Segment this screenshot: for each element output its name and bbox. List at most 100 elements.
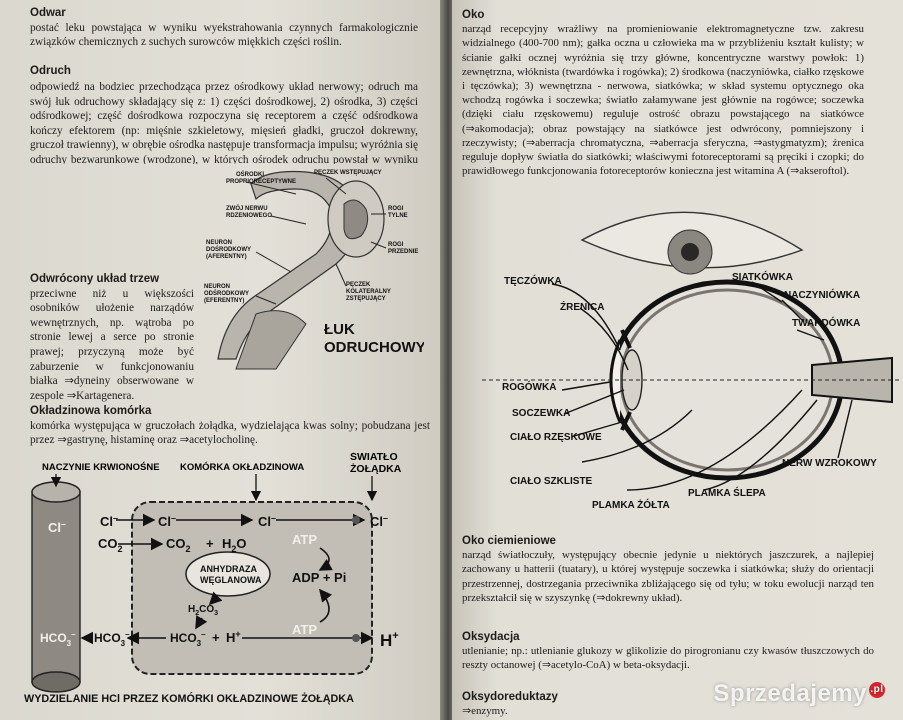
label-neuron-eferentny: NEURON bbox=[204, 284, 230, 290]
entry-odruch-text-top: odpowiedź na bodziec przechodząca przez … bbox=[30, 80, 418, 164]
external-pupil-icon bbox=[681, 243, 699, 261]
carbonic-acid: H2CO3 bbox=[188, 604, 218, 617]
leader-line bbox=[255, 251, 292, 273]
right-page: Oko narząd recepcyjny wrażliwy na promie… bbox=[452, 0, 903, 720]
watermark-brand: Sprzedajemy bbox=[713, 680, 867, 707]
label-peczek: PĘCZEK WSTĘPUJĄCY bbox=[314, 170, 382, 176]
optic-nerve bbox=[811, 356, 893, 404]
leader-line bbox=[796, 329, 825, 341]
reflex-figure-title: ODRUCHOWY bbox=[324, 339, 424, 356]
leader-line bbox=[579, 307, 629, 371]
enzyme-label: ANHYDRAZA bbox=[200, 564, 257, 574]
entry-text: komórka występująca w gruczołach żołądka… bbox=[30, 419, 430, 447]
label-neuron-eferentny: (EFERENTNY) bbox=[204, 298, 244, 304]
bicarbonate-out: HCO3– bbox=[94, 630, 130, 648]
left-page: Odwar postać leku powstająca w wyniku wy… bbox=[0, 0, 444, 720]
label-lumen: ŻOŁĄDKA bbox=[350, 462, 402, 475]
cornea bbox=[609, 339, 622, 423]
chloride-ion: Cl– bbox=[100, 513, 118, 529]
label-zrenica: ŹRENICA bbox=[560, 300, 604, 313]
label-neuron-aferentny: DOŚRODKOWY bbox=[206, 246, 251, 253]
entry-text: utlenianie; np.: utlenianie glukozy w gl… bbox=[462, 645, 874, 672]
chloride-ion: Cl– bbox=[370, 513, 388, 529]
chloride-ion: Cl– bbox=[258, 513, 276, 529]
label-cialo-rzeskowe: CIAŁO RZĘSKOWE bbox=[510, 432, 602, 443]
entry-odwar: Odwar postać leku powstająca w wyniku wy… bbox=[30, 6, 418, 50]
label-rogi-przednie: ROGI bbox=[388, 242, 404, 248]
label-rogowka: ROGÓWKA bbox=[502, 380, 556, 393]
flow-arrow bbox=[318, 547, 333, 571]
entry-text: odpowiedź na bodziec przechodząca przez … bbox=[30, 81, 418, 164]
co2-mid: CO2 bbox=[166, 536, 191, 554]
label-vessel: NACZYNIE KRWIONOŚNE bbox=[42, 461, 160, 473]
entry-heading: Oko bbox=[462, 9, 485, 21]
reflex-figure-title: ŁUK bbox=[324, 321, 355, 338]
leader-line bbox=[751, 281, 783, 303]
leader-line bbox=[563, 389, 625, 415]
label-nerw-wzrokowy: NERW WZROKOWY bbox=[782, 458, 877, 469]
leader-line bbox=[335, 263, 347, 287]
entry-text: postać leku powstająca w wyniku wyekstra… bbox=[30, 21, 418, 49]
bicarbonate-mid: HCO3– bbox=[170, 630, 206, 648]
entry-okladzinowa: Okładzinowa komórka komórka występująca … bbox=[30, 404, 430, 448]
label-peczek-kolateralny: PĘCZEK bbox=[346, 282, 371, 288]
label-osrodki: OŚRODKI bbox=[236, 171, 264, 178]
entry-heading: Odruch bbox=[30, 65, 71, 77]
leader-line bbox=[837, 399, 853, 459]
enzyme-label: WĘGLANOWA bbox=[200, 575, 262, 585]
label-twardowka: TWARDÓWKA bbox=[792, 316, 860, 329]
pump-dot bbox=[352, 634, 360, 642]
label-rogi-tylne: TYLNE bbox=[388, 213, 408, 219]
leader-line bbox=[255, 295, 277, 305]
plus-sign: + bbox=[212, 630, 220, 645]
entry-heading: Okładzinowa komórka bbox=[30, 405, 152, 417]
chloride-ion: Cl– bbox=[158, 513, 176, 529]
label-neuron-aferentny: NEURON bbox=[206, 240, 232, 246]
reflex-nerve-shape bbox=[217, 170, 359, 360]
entry-odwrocony: Odwrócony układ trzew przeciwne niż u wi… bbox=[30, 272, 194, 403]
label-cell: KOMÓRKA OKŁADZINOWA bbox=[180, 461, 304, 473]
muscle-shape bbox=[235, 310, 307, 370]
label-teczowka: TĘCZÓWKA bbox=[504, 274, 562, 287]
entry-odruch-text-wrap bbox=[30, 164, 200, 254]
adp-label: ADP + Pi bbox=[292, 570, 346, 585]
label-naczyniowka: NACZYNIÓWKA bbox=[784, 288, 860, 301]
entry-text: narząd światłoczuły, występujący obecnie… bbox=[462, 549, 874, 604]
vessel-chloride: Cl– bbox=[48, 519, 66, 535]
co2-left: CO2 bbox=[98, 536, 123, 554]
parietal-cell-figure: NACZYNIE KRWIONOŚNE KOMÓRKA OKŁADZINOWA … bbox=[24, 452, 402, 705]
label-siatkowka: SIATKÓWKA bbox=[732, 270, 793, 283]
label-zwoj: ZWÓJ NERWU bbox=[226, 204, 268, 212]
label-peczek-kolateralny: KOLATERALNY bbox=[346, 289, 391, 295]
grey-matter bbox=[343, 199, 369, 240]
entry-heading: Oko ciemieniowe bbox=[462, 535, 556, 547]
atp-label: ATP bbox=[292, 622, 317, 637]
entry-oksydoreduktazy: Oksydoreduktazy ⇒enzymy. bbox=[462, 690, 874, 718]
enzyme-ellipse bbox=[185, 551, 271, 597]
reflex-arc-figure: OŚRODKI PROPRIORECEPTYWNE PĘCZEK WSTĘPUJ… bbox=[204, 170, 424, 370]
label-zwoj: RDZENIOWEGO bbox=[226, 213, 272, 219]
label-cialo-szkliste: CIAŁO SZKLISTE bbox=[510, 476, 593, 487]
entry-heading: Odwar bbox=[30, 7, 66, 19]
leader-line bbox=[370, 241, 387, 249]
iris bbox=[620, 329, 632, 431]
label-neuron-aferentny: (AFERENTNY) bbox=[206, 254, 247, 260]
pump-dot bbox=[352, 516, 360, 524]
entry-text: ⇒enzymy. bbox=[462, 705, 508, 718]
vessel-bicarbonate: HCO3– bbox=[40, 630, 76, 648]
entry-text: przeciwne niż u większości osobników uło… bbox=[30, 287, 194, 402]
proton-lumen: H+ bbox=[380, 630, 399, 650]
label-plamka-slepa: PLAMKA ŚLEPA bbox=[688, 486, 766, 499]
watermark-logo: Sprzedajemy.pl bbox=[713, 680, 885, 708]
water: H2O bbox=[222, 536, 247, 554]
leader-line bbox=[703, 399, 818, 491]
plus-sign: + bbox=[206, 536, 214, 551]
label-soczewka: SOCZEWKA bbox=[512, 408, 570, 419]
label-peczek-kolateralny: ZSTĘPUJĄCY bbox=[346, 296, 386, 302]
label-plamka-zolta: PLAMKA ŻÓŁTA bbox=[592, 498, 670, 511]
atp-label: ATP bbox=[292, 532, 317, 547]
leader-line bbox=[781, 299, 805, 323]
leader-line bbox=[573, 421, 623, 437]
leader-line bbox=[561, 381, 611, 391]
leader-line bbox=[245, 181, 297, 195]
